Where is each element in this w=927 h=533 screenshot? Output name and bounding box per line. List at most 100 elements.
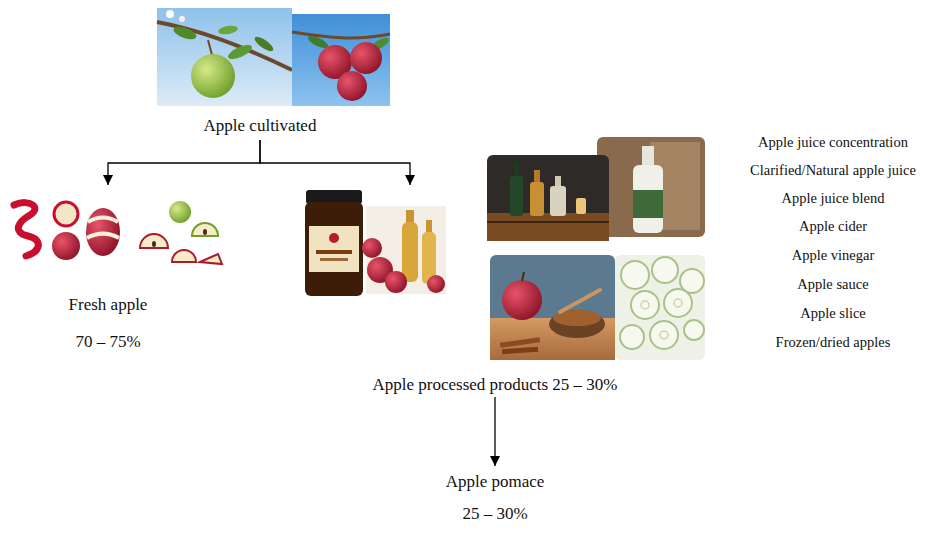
- photo-ground: [597, 137, 705, 237]
- red-apple: [502, 280, 542, 320]
- stage-share: 25 – 30%: [462, 504, 527, 524]
- stem: [208, 40, 212, 55]
- bottle-neck: [534, 170, 540, 184]
- glass: [576, 198, 586, 214]
- stage-node: Apple pomace 25 – 30%: [395, 466, 595, 528]
- leaf: [226, 42, 254, 62]
- flow-arrow: [108, 140, 260, 185]
- fresh-apples-picture: [14, 201, 222, 264]
- peeled-apple: [54, 202, 78, 226]
- apple-half: [140, 234, 168, 248]
- label-bar: [320, 258, 348, 261]
- label-apple: [329, 233, 339, 243]
- blossom: [179, 16, 185, 22]
- stage-name: Apple cultivated: [204, 116, 317, 136]
- photo-ground: [157, 8, 292, 106]
- leaf: [172, 24, 198, 42]
- stage-node: Apple cultivated: [140, 6, 380, 140]
- green-apple: [169, 201, 191, 223]
- barrel-band: [487, 221, 609, 223]
- barrel: [487, 213, 609, 241]
- dried-slices-photo: [615, 255, 705, 360]
- red-apple: [427, 275, 445, 293]
- blossom: [166, 10, 174, 18]
- apple-sauce-photo: [490, 255, 615, 360]
- red-apple: [52, 232, 80, 260]
- stage-name: Fresh apple: [69, 295, 148, 315]
- flow-arrow: [260, 140, 410, 185]
- apple-slice: [664, 289, 692, 317]
- photo-ground: [292, 14, 390, 106]
- peel-stripe: [88, 218, 118, 223]
- juice-jar-picture: [305, 190, 363, 296]
- cinnamon-stick: [502, 347, 538, 354]
- stage-node: Fresh apple 70 – 75%: [8, 185, 208, 360]
- jar-label: [309, 226, 359, 272]
- photo-ground: [615, 255, 705, 360]
- red-apple: [337, 71, 367, 101]
- product-label: Clarified/Natural apple juice: [742, 160, 924, 180]
- apple-slice: [620, 325, 644, 349]
- stage-share: 70 – 75%: [75, 332, 140, 352]
- slice-core: [660, 331, 668, 339]
- apple-peel: [14, 203, 38, 256]
- bowl: [549, 310, 605, 338]
- bottle: [530, 182, 544, 216]
- red-apple: [362, 238, 382, 258]
- bottle-neck: [642, 146, 654, 168]
- stem: [522, 272, 524, 281]
- label-bar: [316, 250, 352, 254]
- product-label: Apple cider: [742, 216, 924, 236]
- red-apple: [350, 42, 382, 74]
- stage-name: Apple pomace: [446, 472, 545, 492]
- product-label: Apple sauce: [742, 274, 924, 294]
- jar-body: [305, 202, 363, 296]
- bottle-neck: [514, 162, 519, 178]
- apple-half: [172, 250, 196, 262]
- bottle: [402, 222, 418, 282]
- striped-apple: [86, 208, 120, 256]
- product-label: Apple slice: [742, 303, 924, 323]
- cinnamon-stick: [500, 337, 540, 348]
- jar-lid: [306, 190, 362, 204]
- apple-wedge: [200, 254, 222, 264]
- photo-ground: [490, 255, 615, 360]
- spoon: [560, 290, 600, 312]
- apple-slice: [650, 321, 678, 349]
- bottles-barrel-photo: [487, 155, 609, 241]
- product-label: Apple juice blend: [742, 188, 924, 208]
- leaf: [253, 34, 276, 53]
- photo-ground: [487, 155, 609, 241]
- apple-slice: [652, 257, 678, 283]
- apple-half: [192, 223, 218, 236]
- bottle-label: [633, 190, 663, 218]
- cider-bottle-photo: [597, 137, 705, 237]
- red-apples-photo: [292, 14, 391, 106]
- stage-name: Apple processed products 25 – 30%: [372, 375, 617, 395]
- bottle-neck: [426, 220, 432, 234]
- peel-stripe: [87, 234, 119, 239]
- bottle-neck: [406, 210, 414, 224]
- connector-group: [108, 140, 495, 466]
- slice-core: [674, 299, 682, 307]
- leaf: [217, 24, 238, 35]
- seed: [203, 229, 207, 235]
- red-apple: [385, 271, 407, 293]
- flow-arrow: [494, 397, 495, 466]
- seed: [152, 241, 156, 247]
- green-apple: [191, 54, 235, 98]
- bottle: [633, 165, 663, 233]
- stage-node: Apple processed products 25 – 30%: [300, 185, 690, 397]
- product-label: Frozen/dried apples: [742, 332, 924, 352]
- slice-core: [641, 301, 649, 309]
- bottle: [510, 176, 523, 216]
- branch: [292, 32, 390, 38]
- product-label: Apple vinegar: [742, 245, 924, 265]
- apple-slice: [631, 291, 659, 319]
- apple-tree-photo: [157, 8, 292, 106]
- bottle: [550, 186, 566, 216]
- apples-bottles-picture: [362, 206, 446, 294]
